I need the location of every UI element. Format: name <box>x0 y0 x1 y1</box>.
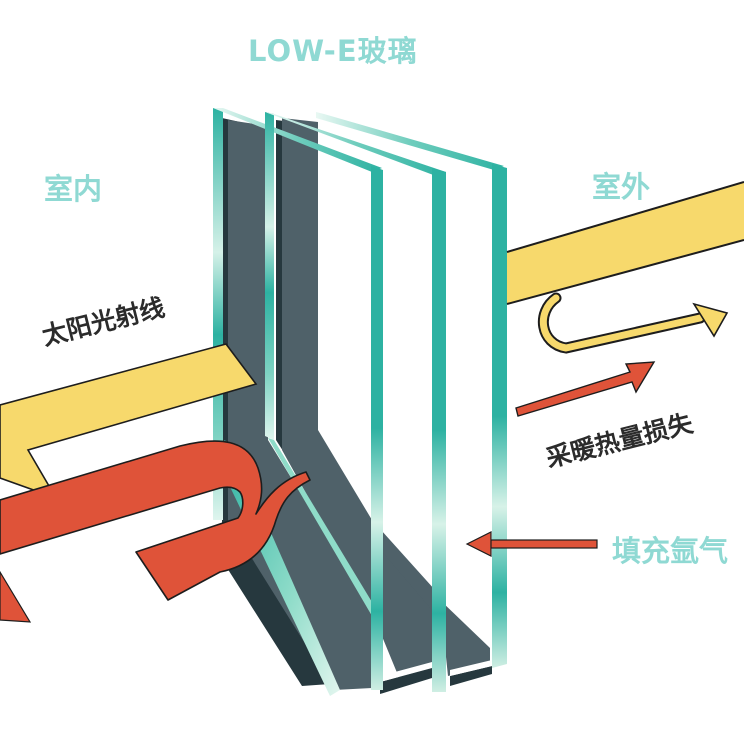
glass-pane-inner <box>213 108 383 690</box>
heat-loss-arrow <box>515 361 656 417</box>
spacer-bottom-ledge-2 <box>450 666 492 686</box>
argon-filled-label: 填充氩气 <box>612 534 729 568</box>
heat-return-arrowhead <box>0 570 32 623</box>
spacer-frame <box>222 118 492 696</box>
diagram-title: LOW-E玻璃 <box>248 34 418 68</box>
solar-ray-outdoor <box>507 182 744 304</box>
solar-ray-indoor <box>0 343 258 500</box>
solar-reflect-arrow <box>537 292 729 354</box>
argon-pointer-arrow <box>465 531 598 557</box>
solar-reflect-arrowhead <box>692 302 729 338</box>
outdoor-label: 室外 <box>592 170 651 204</box>
spacer-bottom-ledge-1 <box>380 668 432 694</box>
indoor-label: 室内 <box>44 172 103 206</box>
spacer-far-right <box>440 600 490 676</box>
heat-return-body <box>0 440 311 601</box>
solar-ray-arrow <box>0 181 744 500</box>
spacer-right-bottom <box>372 520 444 672</box>
spacer-right <box>282 118 432 680</box>
spacer-bottom-ledge-2-top <box>450 660 492 676</box>
spacer-bottom-ledge-1-top <box>380 662 432 682</box>
heat-return-arrow <box>0 440 311 623</box>
glass-pane-middle <box>265 112 446 692</box>
